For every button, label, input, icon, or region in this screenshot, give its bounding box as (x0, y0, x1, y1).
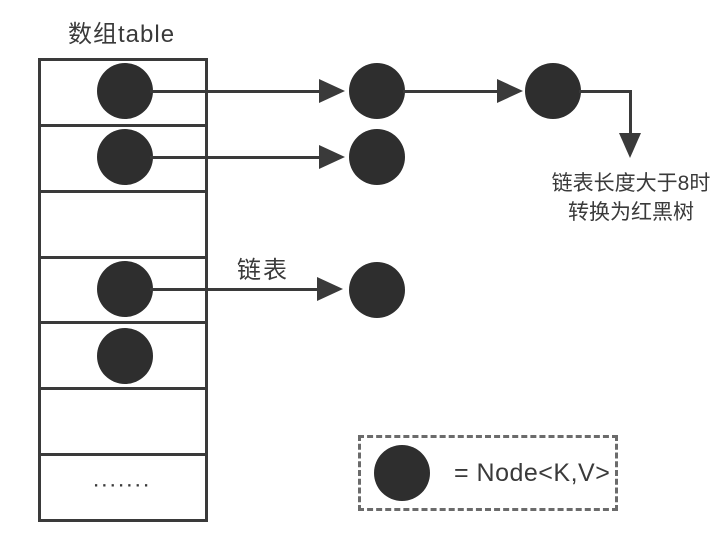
array-row-1 (41, 127, 205, 193)
arrow-line (629, 90, 632, 134)
node-icon (97, 328, 153, 384)
arrow-line (150, 288, 318, 291)
linked-list-label: 链表 (237, 257, 289, 284)
arrowhead-right-icon (317, 277, 343, 301)
node-icon (349, 129, 405, 185)
treeify-note: 链表长度大于8时 转换为红黑树 (531, 169, 720, 227)
arrow-line (150, 156, 321, 159)
node-icon (525, 63, 581, 119)
array-row-5 (41, 390, 205, 457)
array-title: 数组table (68, 21, 176, 48)
legend-text: = Node<K,V> (454, 458, 611, 487)
array-row-4 (41, 324, 205, 391)
arrow-line (579, 90, 632, 93)
array-row-6: ······· (41, 456, 205, 519)
array-row-2 (41, 193, 205, 259)
node-icon (374, 445, 430, 501)
arrow-line (150, 90, 321, 93)
treeify-note-line2: 转换为红黑树 (568, 201, 694, 224)
node-icon (97, 63, 153, 119)
node-icon (349, 262, 405, 318)
arrowhead-down-icon (619, 133, 641, 158)
arrowhead-right-icon (319, 79, 345, 103)
node-icon (97, 129, 153, 185)
ellipsis-text: ······· (93, 477, 153, 495)
node-icon (97, 261, 153, 317)
arrow-line (403, 90, 498, 93)
array-row-0 (41, 61, 205, 127)
node-icon (349, 63, 405, 119)
array-row-3 (41, 259, 205, 325)
legend-box: = Node<K,V> (358, 435, 618, 511)
treeify-note-line1: 链表长度大于8时 (551, 172, 711, 195)
arrowhead-right-icon (497, 79, 523, 103)
arrowhead-right-icon (319, 145, 345, 169)
